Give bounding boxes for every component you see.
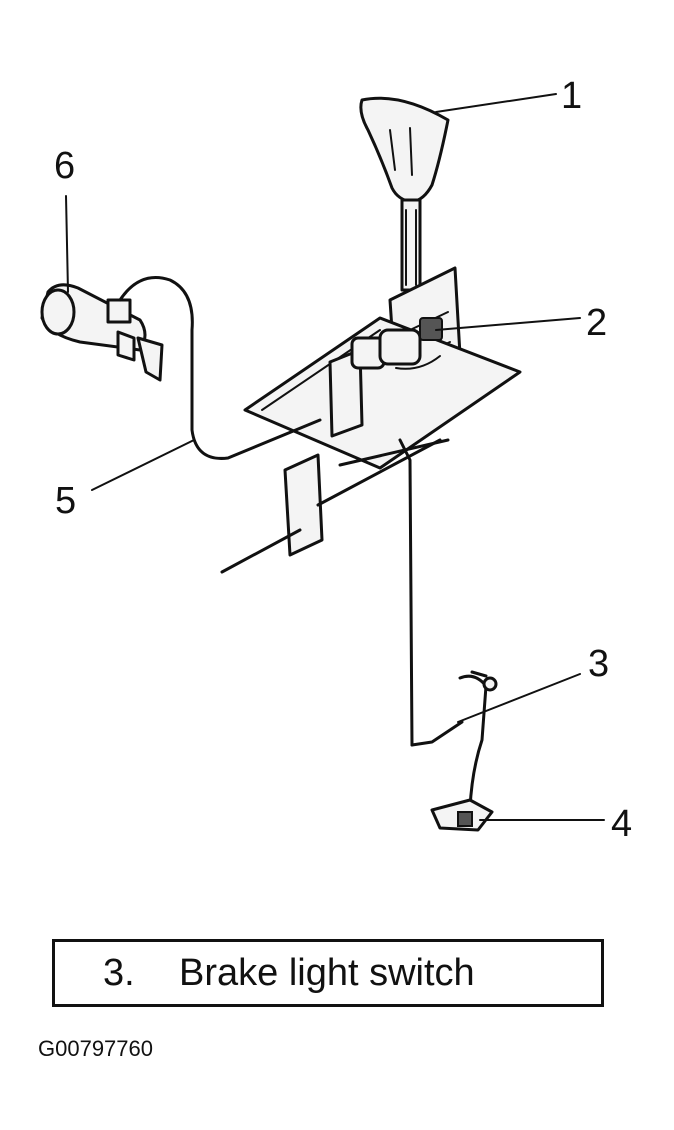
callout-6: 6: [54, 145, 75, 187]
connector-wire: [118, 276, 322, 460]
caption-number: 3.: [103, 952, 135, 994]
leader-line-5: [91, 439, 195, 491]
callout-4: 4: [611, 803, 632, 845]
shift-lock-solenoid: [328, 317, 443, 438]
caption-box: 3. Brake light switch: [52, 939, 604, 1007]
lower-bracket: [220, 438, 450, 574]
leader-line-1: [435, 93, 557, 113]
figure-id: G00797760: [38, 1036, 153, 1061]
caption-text: Brake light switch: [179, 952, 475, 994]
leader-line-2: [435, 317, 581, 331]
callout-1: 1: [561, 75, 582, 117]
shift-lever-shaft: [400, 198, 422, 292]
callout-3: 3: [588, 643, 609, 685]
switch-harness-wire-to-pedal: [410, 720, 464, 747]
callout-2: 2: [586, 302, 607, 344]
callout-5: 5: [55, 480, 76, 522]
harness-connector: [40, 283, 164, 382]
brake-pedal-assembly: [430, 670, 498, 832]
switch-harness-wire: [398, 438, 414, 747]
leader-line-3: [457, 673, 581, 723]
leader-line-6: [65, 195, 69, 293]
shift-knob: [359, 96, 450, 204]
